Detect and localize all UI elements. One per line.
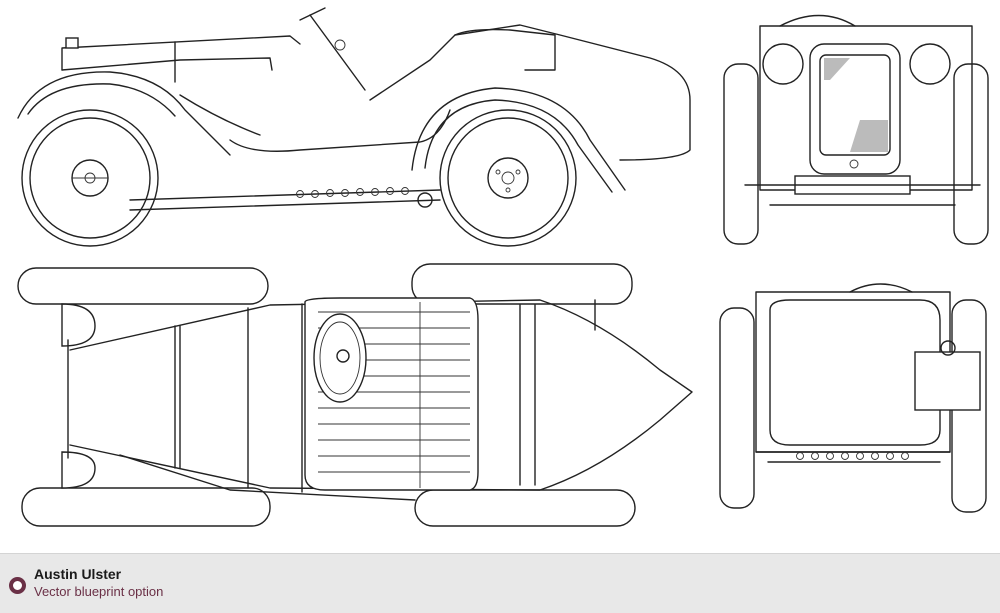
bullet-marker-icon — [9, 577, 26, 594]
top-view — [17, 263, 693, 527]
rear-view — [719, 283, 987, 513]
front-view — [723, 14, 989, 245]
caption-bar — [0, 553, 1000, 613]
caption-subtitle[interactable]: Vector blueprint option — [34, 584, 164, 599]
blueprint-image — [17, 7, 989, 527]
side-chassis-holes — [296, 187, 409, 198]
caption-title[interactable]: Austin Ulster — [34, 566, 122, 582]
side-front-wheel — [439, 109, 577, 247]
side-rear-wheel — [21, 109, 159, 247]
side-view — [17, 7, 691, 247]
rear-chassis-holes — [796, 452, 909, 460]
